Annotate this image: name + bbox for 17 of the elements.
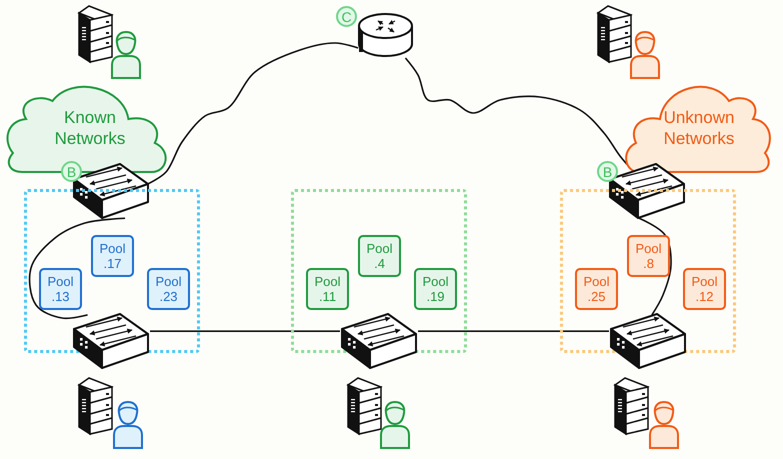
pool-box: Pool .12: [683, 268, 726, 310]
connector-line: [150, 330, 340, 332]
network-label: Known Networks: [54, 107, 126, 149]
pool-box: Pool .17: [91, 235, 134, 277]
letter-marker: B: [597, 161, 618, 182]
pool-box: Pool .25: [575, 268, 618, 310]
pool-box: Pool .19: [414, 268, 457, 310]
pool-box: Pool .23: [147, 268, 190, 310]
pool-box: Pool .8: [627, 235, 670, 277]
pool-box: Pool .13: [39, 268, 82, 310]
connector-line: [28, 217, 126, 320]
connector-line: [418, 330, 609, 332]
letter-marker: C: [336, 6, 357, 27]
connector-line: [147, 42, 358, 185]
network-label: Unknown Networks: [662, 107, 736, 149]
pool-box: Pool .4: [358, 235, 401, 277]
pool-box: Pool .11: [306, 268, 349, 310]
